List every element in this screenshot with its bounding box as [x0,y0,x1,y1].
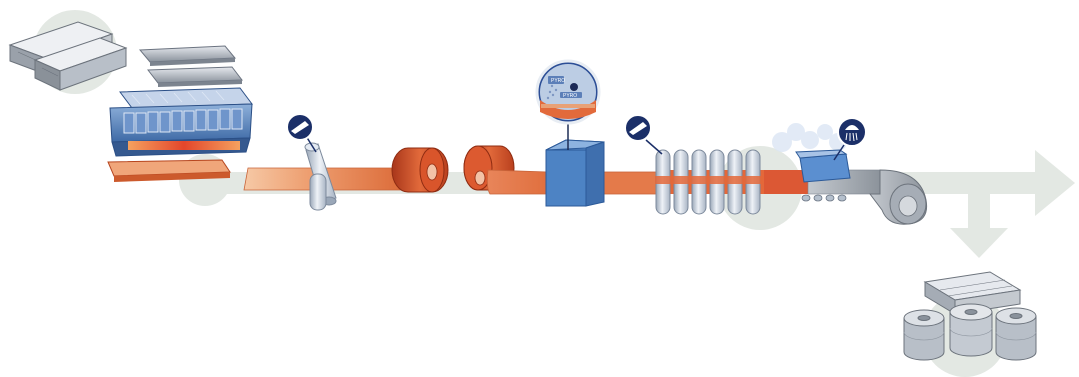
finished-coils-icon [904,272,1036,360]
zoom-magnifier: PYRO PYRO [537,61,599,123]
zoom-label: PYRO [563,93,577,99]
pyrometer-badge-icon [287,114,316,152]
gauge-box-icon [546,120,604,206]
zoom-label: PYRO [551,78,565,84]
pyrometer-badge-icon [625,115,662,154]
shower-badge-icon [834,118,866,160]
finishing-mill-icon [655,150,766,214]
hot-coil-icon [392,148,448,192]
steel-plates-icon [140,46,242,87]
furnace-icon [110,88,252,156]
